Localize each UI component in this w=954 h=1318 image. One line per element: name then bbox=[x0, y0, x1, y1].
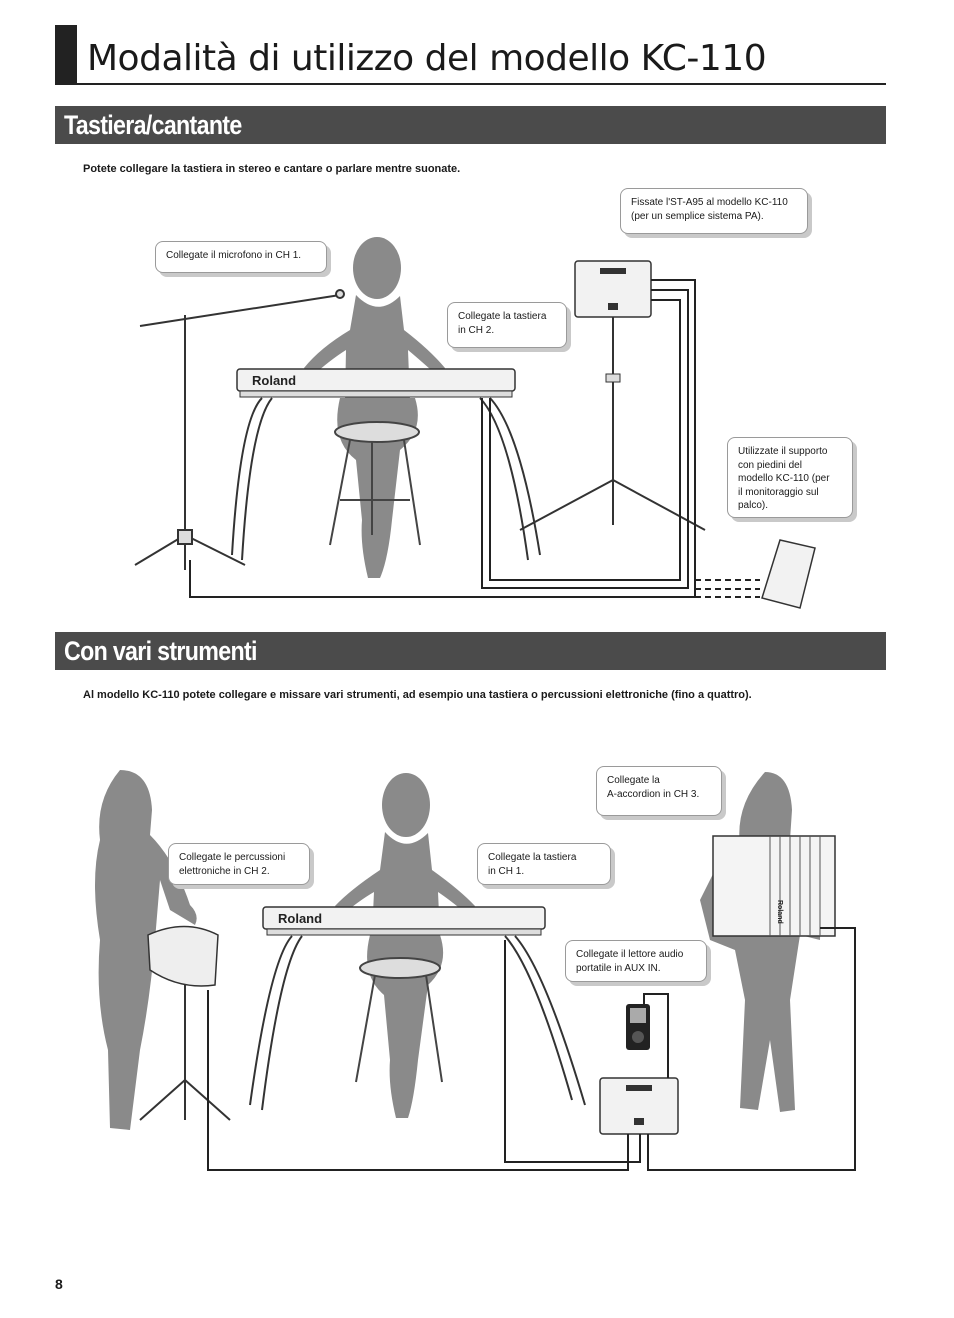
kc110-amp-floor bbox=[599, 1077, 679, 1135]
section-intro: Al modello KC-110 potete collegare e mis… bbox=[83, 689, 752, 701]
keyboard-on-stand-2 bbox=[249, 906, 586, 1111]
cables-section2 bbox=[207, 927, 856, 1171]
keyboard-brand-label-2: Roland bbox=[278, 911, 322, 926]
percussionist-silhouette bbox=[95, 770, 197, 1130]
callout-keyboard-ch1: Collegate la tastiera in CH 1. bbox=[477, 843, 611, 885]
callout-text-line: Collegate la bbox=[607, 775, 660, 786]
section-title: Con vari strumenti bbox=[64, 636, 257, 666]
callout-text-line: A-accordion in CH 3. bbox=[607, 788, 700, 800]
section-intro: Potete collegare la tastiera in stereo e… bbox=[83, 163, 461, 175]
cables-section1 bbox=[189, 279, 760, 598]
keyboard-brand-label: Roland bbox=[252, 373, 296, 388]
kc110-amp-monitor-wedge bbox=[761, 539, 816, 609]
keyboard-stool bbox=[329, 421, 421, 546]
keyboardist-silhouette bbox=[335, 773, 475, 1118]
kc110-amp-on-pole bbox=[519, 260, 706, 531]
callout-text-line: (per un semplice sistema PA). bbox=[631, 210, 764, 222]
callout-accordion-ch3: Collegate la A-accordion in CH 3. bbox=[596, 766, 722, 816]
keyboard-stool-2 bbox=[355, 957, 443, 1083]
keyboard-on-stand bbox=[231, 368, 541, 561]
callout-text-line: Collegate le percussioni bbox=[179, 852, 286, 863]
title-underline bbox=[55, 83, 886, 85]
callout-text-line: il monitoraggio sul bbox=[738, 486, 819, 498]
section-title: Tastiera/cantante bbox=[64, 110, 242, 140]
section-header-various-instruments: Con vari strumenti bbox=[55, 632, 886, 670]
callout-keyboard-ch2: Collegate la tastiera in CH 2. bbox=[447, 302, 567, 348]
callout-text-line: Collegate il lettore audio bbox=[576, 949, 684, 960]
callout-text-line: portatile in AUX IN. bbox=[576, 962, 661, 974]
callout-text-line: Utilizzate il supporto bbox=[738, 446, 828, 457]
callout-text-line: in CH 1. bbox=[488, 865, 525, 877]
electronic-percussion-pad bbox=[139, 925, 231, 1121]
accordion-instrument bbox=[712, 835, 836, 937]
singer-keyboardist-silhouette bbox=[304, 237, 445, 578]
callout-microphone-ch1: Collegate il microfono in CH 1. bbox=[155, 241, 327, 273]
callout-st-a95-stand: Fissate l'ST-A95 al modello KC-110 (per … bbox=[620, 188, 808, 234]
callout-text-line: con piedini del bbox=[738, 459, 802, 471]
callout-text-line: elettroniche in CH 2. bbox=[179, 865, 270, 877]
callout-text-line: modello KC-110 (per bbox=[738, 473, 830, 484]
callout-text: Collegate il microfono in CH 1. bbox=[166, 250, 302, 261]
title-accent-bar bbox=[55, 25, 77, 85]
page-number: 8 bbox=[55, 1276, 63, 1292]
callout-text-line: Collegate la tastiera bbox=[458, 311, 547, 322]
callout-percussion-ch2: Collegate le percussioni elettroniche in… bbox=[168, 843, 310, 885]
microphone-boom-stand bbox=[134, 289, 345, 570]
page-title: Modalità di utilizzo del modello KC-110 bbox=[87, 38, 767, 79]
callout-text-line: Fissate l'ST-A95 al modello KC-110 bbox=[631, 197, 788, 208]
callout-tilt-stand-monitor: Utilizzate il supporto con piedini del m… bbox=[727, 437, 853, 518]
accordionist-silhouette bbox=[700, 772, 822, 1112]
portable-audio-player bbox=[626, 1004, 650, 1050]
callout-audio-player-aux: Collegate il lettore audio portatile in … bbox=[565, 940, 707, 982]
callout-text-line: Collegate la tastiera bbox=[488, 852, 577, 863]
callout-text-line: in CH 2. bbox=[458, 324, 495, 336]
section-header-keyboard-singer: Tastiera/cantante bbox=[55, 106, 886, 144]
callout-text-line: palco). bbox=[738, 500, 769, 511]
accordion-brand-label: Roland bbox=[776, 900, 783, 924]
